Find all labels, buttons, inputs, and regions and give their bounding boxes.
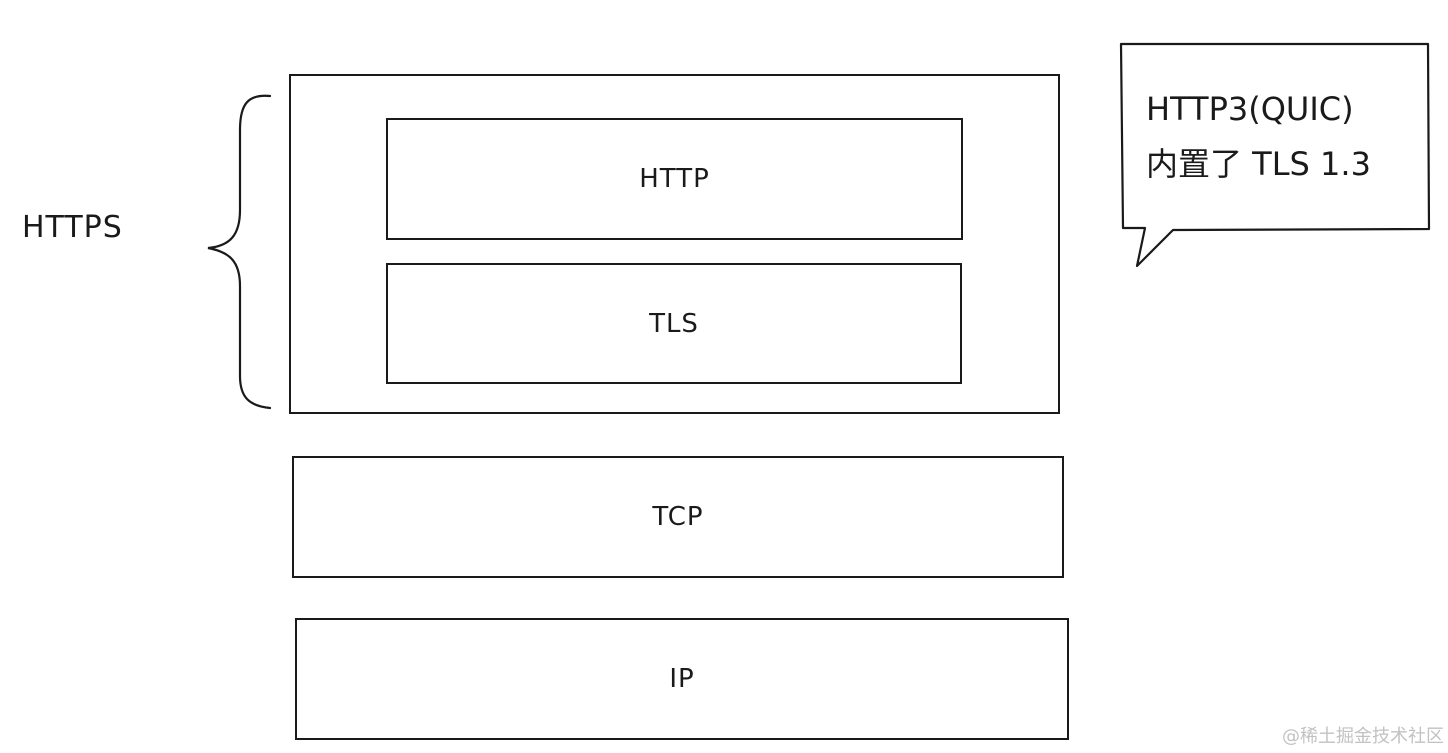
ip-layer-box: IP [295, 618, 1069, 740]
https-stack-box [289, 74, 1060, 414]
tls-layer-box: TLS [386, 263, 962, 384]
http-layer-box: HTTP [386, 118, 963, 240]
callout-line-2: 内置了 TLS 1.3 [1146, 145, 1371, 183]
speech-bubble [1119, 42, 1431, 268]
callout-text: HTTP3(QUIC) 内置了 TLS 1.3 [1146, 82, 1371, 192]
callout-line-1: HTTP3(QUIC) [1146, 90, 1354, 128]
tls-layer-label: TLS [649, 308, 699, 339]
tcp-layer-box: TCP [292, 456, 1064, 578]
ip-layer-label: IP [669, 664, 695, 694]
tcp-layer-label: TCP [652, 502, 704, 532]
http-layer-label: HTTP [639, 164, 710, 194]
https-brace [207, 94, 272, 410]
watermark: @稀土掘金技术社区 [1282, 726, 1444, 747]
https-label: HTTPS [22, 210, 123, 245]
